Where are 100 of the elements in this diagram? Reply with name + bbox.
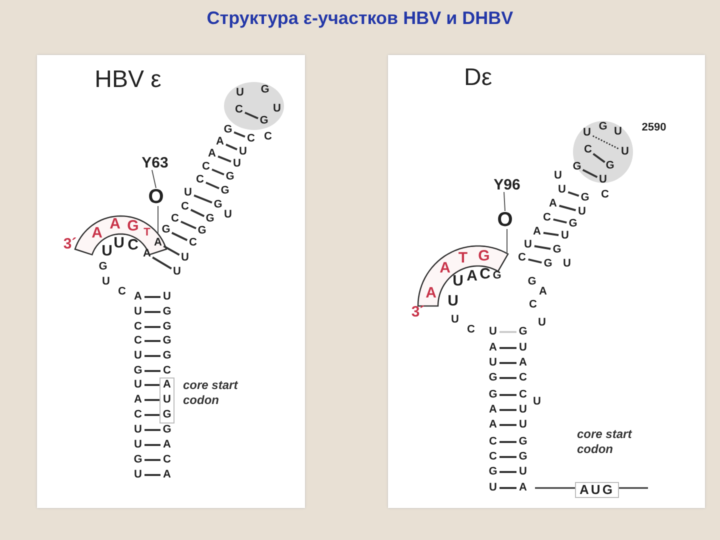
nucleotide-letter: A [92,226,102,240]
nucleotide-letter: U [524,240,532,250]
nucleotide-letter: A [489,420,497,430]
nucleotide-letter: U [134,306,142,318]
residue-label: Y63 [142,156,168,170]
nucleotide-letter: G [134,366,142,376]
nucleotide-letter: A [163,440,171,450]
nucleotide-letter: C [480,266,490,282]
nucleotide-letter: G [214,200,222,210]
nucleotide-letter: G [606,160,614,172]
nucleotide-letter: G [162,350,172,362]
nucleotide-letter: C [189,238,197,248]
nucleotide-letter: C [134,336,142,346]
nucleotide-letter: G [518,326,528,338]
nucleotide-letter: A [549,198,557,210]
nucleotide-letter: C [543,212,551,224]
annotation-text: core start codon [577,427,634,457]
nucleotide-letter: C [519,372,527,384]
leader-line [504,192,506,212]
nucleotide-letter: G [224,124,232,136]
nucleotide-letter: U [583,128,591,138]
nucleotide-letter: U [134,424,142,436]
nucleotide-letter: G [260,116,268,126]
diagram-title: Структура ε-участков HBV и DHBV [206,8,514,29]
nucleotide-letter: A [489,404,497,416]
nucleotide-letter: U [102,276,110,288]
nucleotide-letter: U [489,482,497,494]
nucleotide-letter: U [558,184,566,196]
nucleotide-letter: G [478,248,490,264]
nucleotide-letter: A [163,380,171,390]
nucleotide-letter: U [519,404,527,416]
nucleotide-letter: U [134,440,142,450]
nucleotide-letter: G [226,172,234,182]
nucleotide-letter: U [533,396,541,408]
nucleotide-letter: A [154,238,162,248]
nucleotide-letter: G [568,218,578,230]
nucleotide-letter: A [216,136,224,148]
nucleotide-letter: U [163,292,171,302]
nucleotide-letter: U [561,230,569,242]
strand-end-label: 3´ [63,236,77,252]
panel-heading: HBV ε [94,68,162,92]
nucleotide-letter: U [134,380,142,390]
nucleotide-letter: G [488,390,498,400]
nucleotide-letter: G [162,410,172,420]
nucleotide-letter: A [489,342,497,354]
nucleotide-letter: C [163,366,171,376]
nucleotide-letter: C [529,300,537,310]
nucleotide-letter: U [224,210,232,220]
nucleotide-letter: G [580,192,590,204]
nucleotide-letter: G [518,436,528,448]
nucleotide-letter: U [614,126,622,138]
nucleotide-letter: U [538,318,546,328]
nucleotide-letter: A [466,268,478,284]
nucleotide-letter: U [452,274,464,288]
nucleotide-letter: C [202,162,210,172]
nucleotide-letter: C [584,144,592,156]
nucleotide-letter: G [518,452,528,462]
nucleotide-letter: G [162,424,172,436]
nucleotide-letter: G [134,454,142,466]
nucleotide-letter: C [489,436,497,448]
nucleotide-letter: U [173,266,181,278]
nucleotide-letter: U [184,188,192,198]
nucleotide-letter: G [162,224,170,236]
nucleotide-letter: C [518,252,526,264]
nucleotide-letter: A [134,394,142,406]
nucleotide-letter: A [208,148,216,160]
nucleotide-letter: G [552,244,562,256]
codon-box: AUG [575,482,619,498]
nucleotide-letter: U [134,350,142,362]
nucleotide-letter: G [206,214,214,224]
oxygen-symbol: O [497,210,513,230]
nucleotide-letter: A [539,286,547,298]
nucleotide-letter: A [440,260,450,276]
nucleotide-letter: U [181,252,189,264]
nucleotide-letter: A [533,226,541,238]
structure-panel [388,55,705,508]
annotation-text: core start codon [183,378,240,408]
nucleotide-letter: A [426,285,436,300]
nucleotide-letter: U [621,146,629,158]
leader-line [506,228,508,254]
nucleotide-letter: G [127,218,139,234]
nucleotide-letter: U [554,170,562,182]
nucleotide-letter: U [489,326,497,338]
nucleotide-letter: U [163,394,171,406]
panel-heading: Dε [464,66,492,90]
nucleotide-letter: U [451,314,459,326]
nucleotide-letter: U [273,104,281,114]
nucleotide-letter: C [489,452,497,462]
nucleotide-letter: U [519,466,527,478]
nucleotide-letter: A [110,216,120,232]
oxygen-symbol: O [148,187,164,207]
nucleotide-letter: U [448,294,458,308]
nucleotide-letter: C [118,286,126,298]
nucleotide-letter: U [239,146,247,158]
nucleotide-letter: C [235,104,243,116]
nucleotide-letter: C [181,202,189,212]
nucleotide-letter: A [519,482,527,494]
nucleotide-letter: U [489,358,497,368]
nucleotide-letter: G [220,186,230,196]
structure-panel [37,55,305,508]
